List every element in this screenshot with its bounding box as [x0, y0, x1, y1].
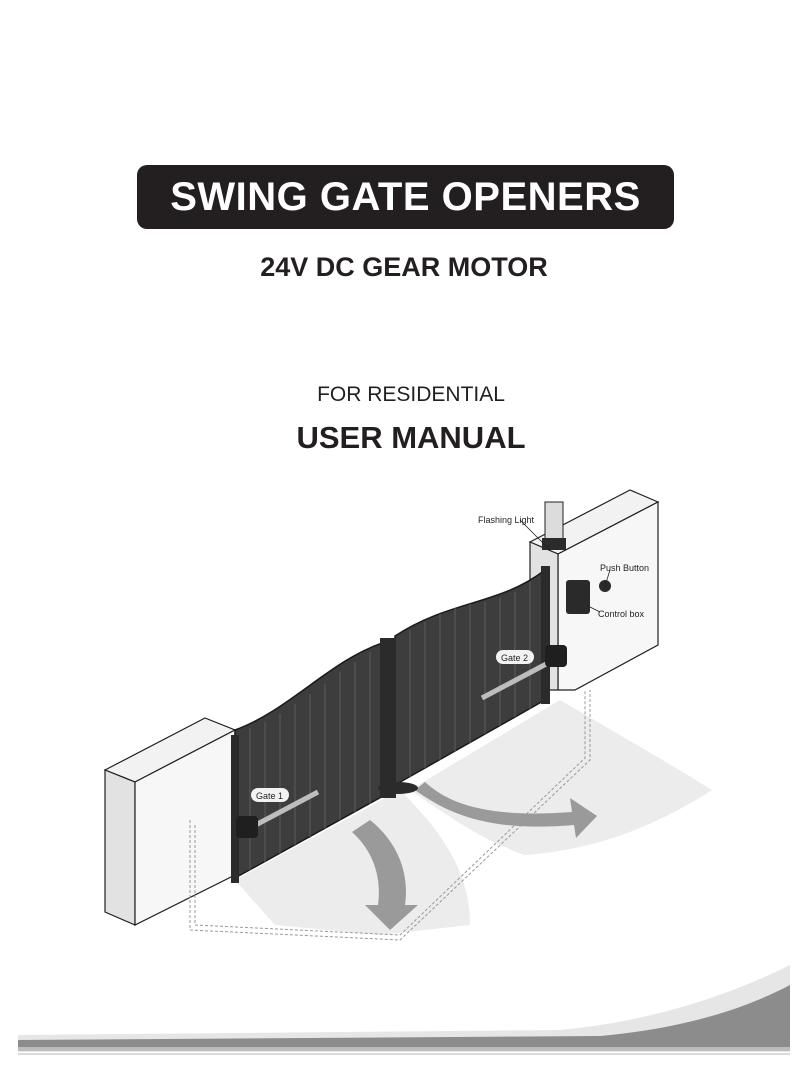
footer-swoosh	[18, 965, 790, 1055]
manual-heading: USER MANUAL	[296, 420, 526, 455]
gate-2-motor	[480, 645, 567, 701]
right-swing-arrow	[415, 782, 597, 838]
title-banner: SWING GATE OPENERS	[137, 165, 674, 229]
control-box-label: Control box	[598, 609, 645, 619]
left-swing-area	[235, 790, 470, 935]
audience-line: FOR RESIDENTIAL	[317, 383, 505, 406]
document-subtitle: 24V DC GEAR MOTOR	[260, 252, 548, 282]
gate-leaves	[231, 566, 550, 883]
control-box-icon	[566, 580, 590, 614]
flashing-light-icon	[542, 501, 566, 550]
gate-2-label: Gate 2	[501, 653, 528, 663]
left-pillar	[103, 717, 237, 926]
document-title: SWING GATE OPENERS	[170, 174, 641, 219]
gate-installation-illustration: Flashing Light Push Button Control box G…	[103, 489, 712, 941]
gate-1-motor	[236, 789, 320, 838]
left-swing-arrow	[352, 820, 418, 930]
flashing-light-label: Flashing Light	[478, 515, 535, 525]
push-button-label: Push Button	[600, 563, 649, 573]
gate-1-label: Gate 1	[256, 791, 283, 801]
wiring-path	[189, 690, 591, 941]
